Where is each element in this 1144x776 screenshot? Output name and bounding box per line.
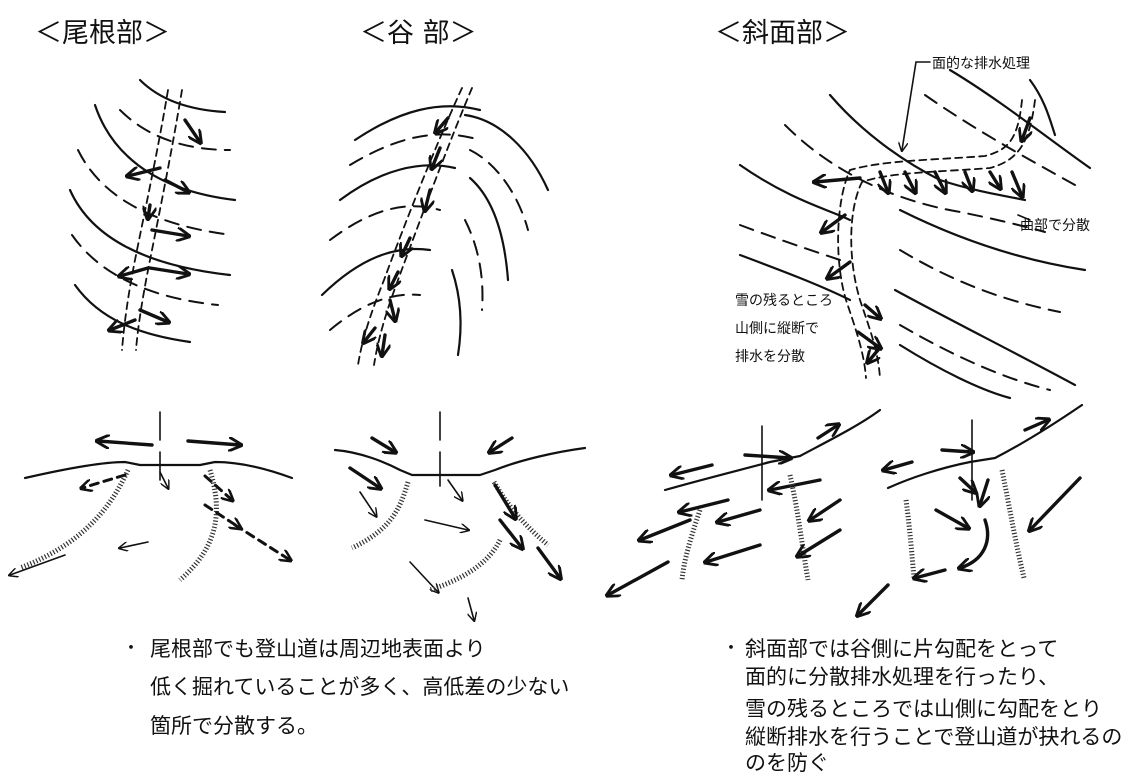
left-note-line1: 尾根部でも登山道は周辺地表面より	[150, 637, 486, 661]
valley-title: ＜谷 部＞	[360, 18, 477, 49]
valley-section-sketch	[333, 411, 587, 620]
right-note-line1: 斜面部では谷側に片勾配をとって	[745, 637, 1058, 661]
slope-section-sketch	[608, 403, 1084, 615]
disperse-at-curve-label: 曲部で分散	[1020, 218, 1090, 234]
valley-plan-sketch	[320, 87, 550, 366]
snow-note-line2: 山側に縦断で	[735, 321, 819, 337]
snow-note-line3: 排水を分散	[735, 349, 805, 365]
left-note-line2: 低く掘れていることが多く、高低差の少ない	[150, 675, 569, 699]
right-note-line5: のを防ぐ	[745, 751, 829, 775]
ridge-plan-sketch	[68, 78, 237, 351]
slope-plan-sketch	[738, 61, 1092, 400]
snow-note-line1: 雪の残るところ	[735, 293, 833, 309]
ridge-title: ＜尾根部＞	[35, 18, 170, 49]
right-note-line3: 雪の残るところでは山側に勾配をとり	[745, 697, 1102, 721]
right-note-line2: 面的に分散排水処理を行ったり、	[745, 665, 1059, 689]
ridge-section-sketch	[10, 411, 292, 582]
right-note-bullet: ・	[722, 638, 740, 659]
slope-title: ＜斜面部＞	[715, 18, 850, 49]
right-note-line4: 縦断排水を行うことで登山道が抉れるの	[745, 725, 1122, 749]
surface-drainage-label: 面的な排水処理	[932, 56, 1030, 72]
left-note-bullet: ・	[122, 638, 140, 659]
left-note-line3: 箇所で分散する。	[150, 714, 318, 738]
